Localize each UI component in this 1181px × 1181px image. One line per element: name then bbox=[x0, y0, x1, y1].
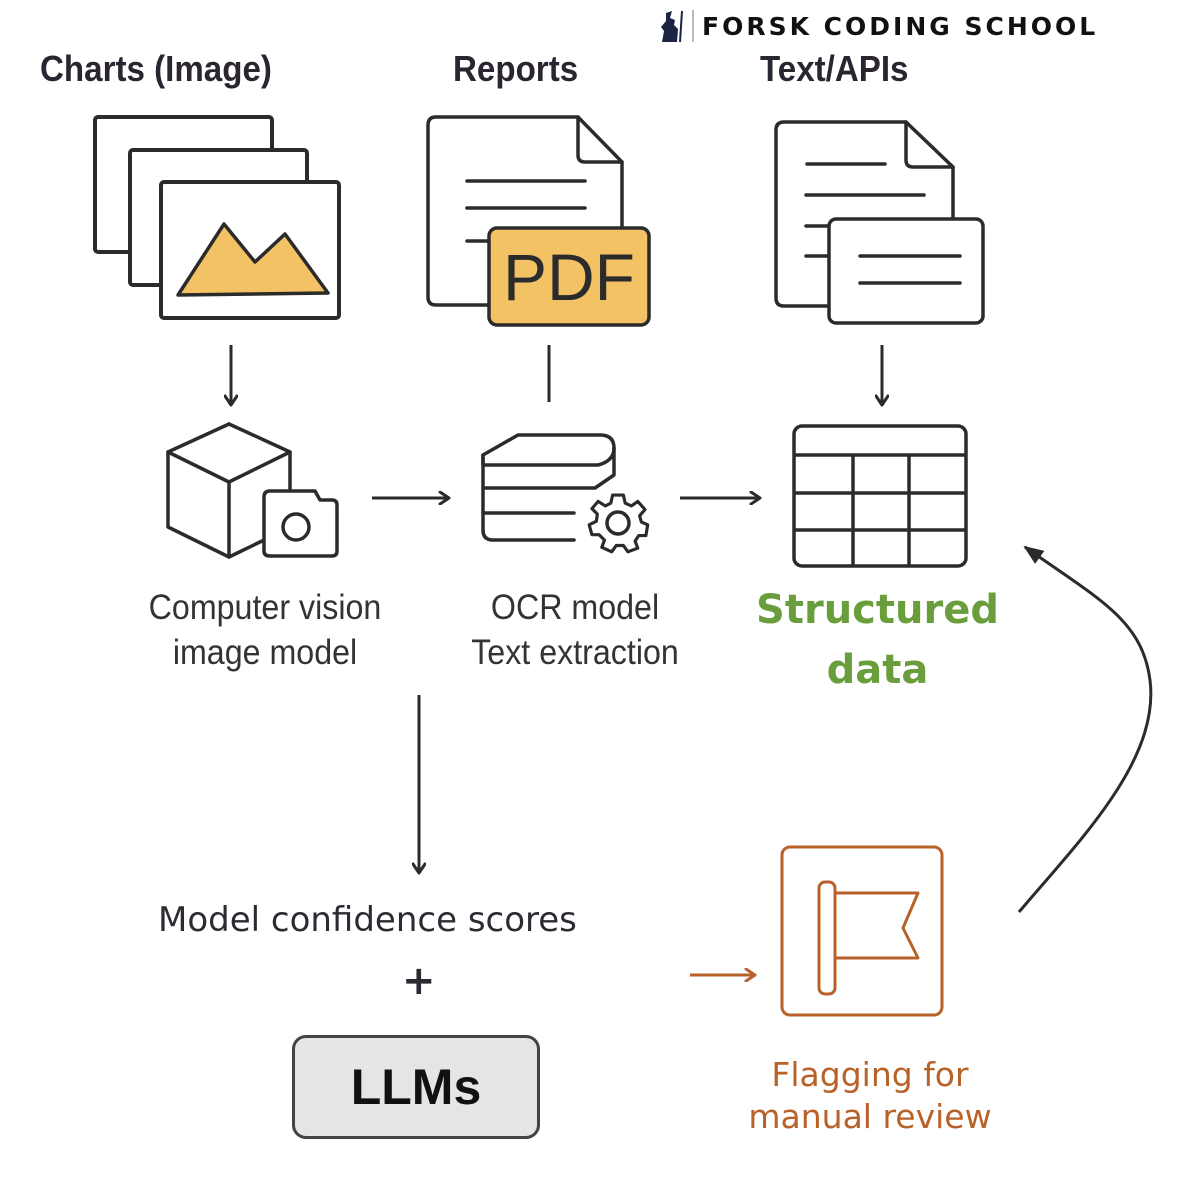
pdf-badge-text: PDF bbox=[503, 240, 635, 314]
image-stack-icon bbox=[93, 115, 341, 320]
text-documents-icon bbox=[774, 120, 985, 325]
flagging-label: Flagging for manual review bbox=[720, 1054, 1020, 1138]
table-icon bbox=[792, 424, 968, 568]
database-gear-icon bbox=[481, 433, 650, 554]
flagging-label-line2: manual review bbox=[748, 1097, 992, 1136]
ocr-model-label-line2: Text extraction bbox=[471, 633, 679, 672]
cv-model-label-line2: image model bbox=[172, 633, 358, 672]
brand-name: FORSK CODING SCHOOL bbox=[702, 11, 1099, 41]
cv-model-label-line1: Computer vision bbox=[148, 588, 382, 627]
structured-data-label-line2: data bbox=[826, 647, 929, 693]
cv-model-label: Computer vision image model bbox=[109, 585, 422, 675]
source-title-reports: Reports bbox=[453, 48, 579, 89]
cube-camera-icon bbox=[166, 422, 339, 559]
brand-divider bbox=[692, 10, 694, 42]
source-title-charts: Charts (Image) bbox=[40, 48, 272, 89]
flagging-label-line1: Flagging for bbox=[771, 1055, 969, 1094]
ocr-model-label: OCR model Text extraction bbox=[432, 585, 717, 675]
llms-label: LLMs bbox=[350, 1059, 482, 1115]
confidence-scores-label: Model confidence scores bbox=[158, 900, 577, 940]
wizard-logo-icon bbox=[661, 10, 683, 43]
flag-icon bbox=[780, 845, 944, 1017]
pdf-document-icon bbox=[426, 115, 651, 327]
ocr-model-label-line1: OCR model bbox=[490, 588, 660, 627]
llms-box: LLMs bbox=[292, 1035, 540, 1139]
feedback-arrow-to-structured-data bbox=[1017, 545, 1153, 913]
brand-header: FORSK CODING SCHOOL bbox=[658, 8, 1098, 44]
source-title-text-apis: Text/APIs bbox=[760, 48, 909, 89]
structured-data-label: Structured data bbox=[730, 580, 1025, 700]
structured-data-label-line1: Structured bbox=[756, 587, 999, 633]
plus-sign: + bbox=[402, 958, 436, 1004]
